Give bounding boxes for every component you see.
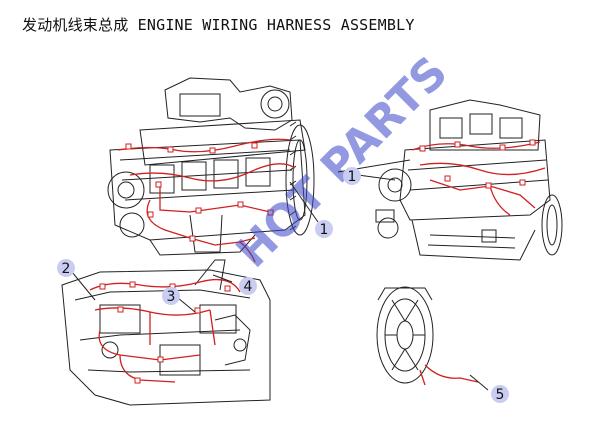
fan-harness (419, 364, 479, 386)
callout-4: 4 (239, 277, 257, 295)
engine-front-connectors (125, 142, 274, 242)
svg-text:1: 1 (348, 169, 357, 185)
frame-connectors (99, 281, 231, 384)
page-title: 发动机线束总成 ENGINE WIRING HARNESS ASSEMBLY (22, 16, 415, 34)
engine-front-view (107, 77, 315, 256)
svg-text:1: 1 (320, 222, 329, 238)
engine-rear-harness (411, 141, 546, 216)
callout-3: 3 (162, 287, 180, 305)
watermark: HOT PARTS (227, 47, 458, 278)
callout-leaders (71, 159, 489, 391)
fan-detail (376, 286, 434, 384)
svg-text:3: 3 (167, 289, 176, 305)
engine-rear-connectors (419, 139, 536, 189)
frame-detail (61, 259, 271, 406)
svg-text:2: 2 (62, 261, 71, 277)
callout-2: 2 (57, 259, 75, 277)
svg-text:5: 5 (496, 387, 505, 403)
callout-1a: 1 (315, 220, 333, 238)
engine-rear-view (375, 99, 563, 261)
svg-text:4: 4 (244, 279, 253, 295)
callout-1b: 1 (343, 167, 361, 185)
engine-front-harness (117, 138, 296, 263)
callout-5: 5 (491, 385, 509, 403)
